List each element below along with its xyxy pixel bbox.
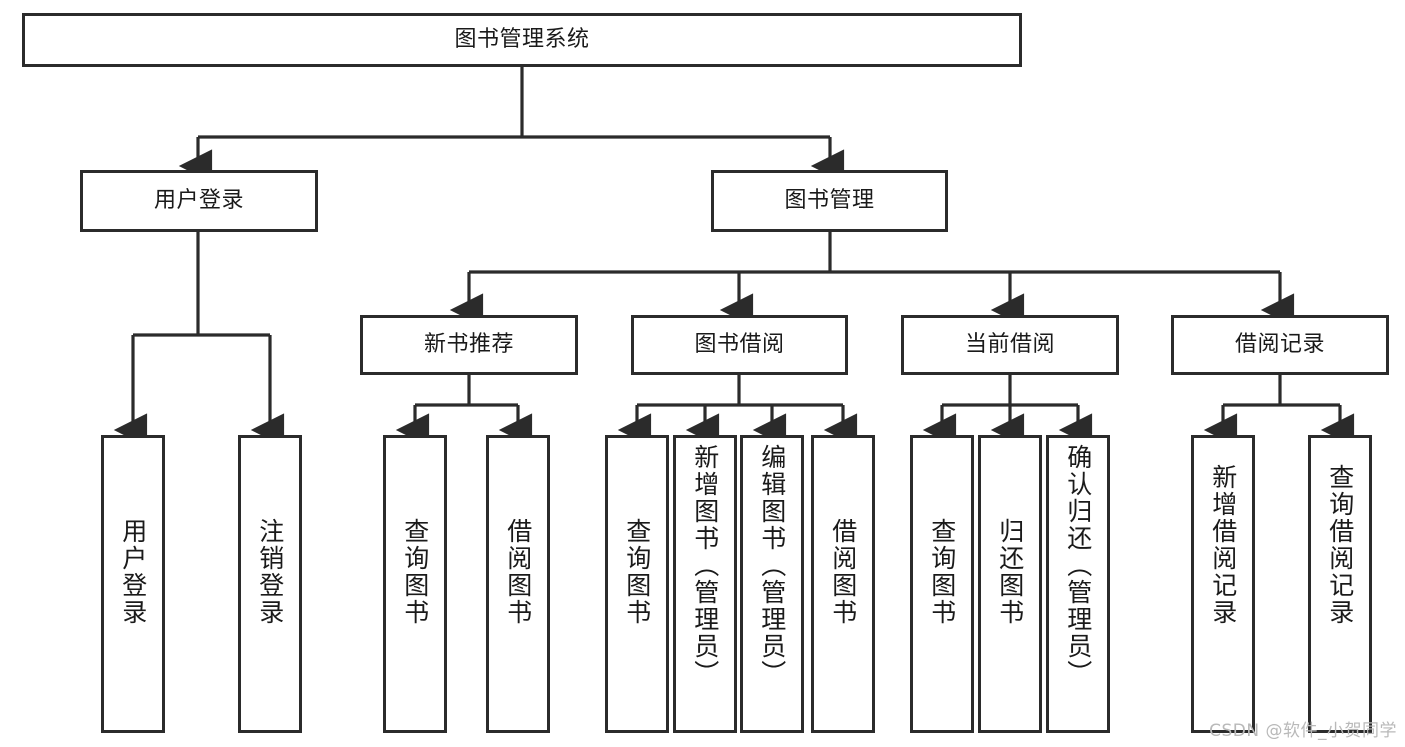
node-leaf-query-book-2[interactable]: 查询图书 — [605, 435, 669, 733]
node-leaf-borrow-book-2[interactable]: 借阅图书 — [811, 435, 875, 733]
node-leaf-add-book-label: 新增图书（管理员） — [690, 444, 720, 687]
node-root-label: 图书管理系统 — [454, 26, 590, 52]
node-leaf-query-record-label: 查询借阅记录 — [1325, 464, 1355, 626]
node-leaf-add-book[interactable]: 新增图书（管理员） — [673, 435, 737, 733]
node-leaf-confirm-return-label: 确认归还（管理员） — [1063, 444, 1093, 687]
node-leaf-logout-login[interactable]: 注销登录 — [238, 435, 302, 733]
node-leaf-borrow-book-1[interactable]: 借阅图书 — [486, 435, 550, 733]
node-leaf-user-login-label: 用户登录 — [118, 518, 148, 626]
node-leaf-return-book-label: 归还图书 — [995, 518, 1025, 626]
node-borrow-record-label: 借阅记录 — [1234, 331, 1325, 357]
node-book-management-label: 图书管理 — [784, 187, 875, 213]
node-book-management[interactable]: 图书管理 — [711, 170, 948, 232]
node-current-borrow-label: 当前借阅 — [964, 331, 1055, 357]
node-leaf-query-book-2-label: 查询图书 — [622, 518, 652, 626]
node-leaf-return-book[interactable]: 归还图书 — [978, 435, 1042, 733]
watermark-text: CSDN @软件_小贺同学 — [1209, 721, 1397, 741]
node-leaf-borrow-book-1-label: 借阅图书 — [503, 518, 533, 626]
node-leaf-edit-book[interactable]: 编辑图书（管理员） — [740, 435, 804, 733]
node-leaf-query-record[interactable]: 查询借阅记录 — [1308, 435, 1372, 733]
node-book-borrow-label: 图书借阅 — [694, 331, 785, 357]
node-new-book-recommend[interactable]: 新书推荐 — [360, 315, 578, 375]
node-leaf-query-book-1-label: 查询图书 — [400, 518, 430, 626]
node-leaf-logout-login-label: 注销登录 — [255, 518, 285, 626]
node-new-book-recommend-label: 新书推荐 — [423, 331, 514, 357]
node-leaf-add-record[interactable]: 新增借阅记录 — [1191, 435, 1255, 733]
node-leaf-query-book-1[interactable]: 查询图书 — [383, 435, 447, 733]
node-leaf-edit-book-label: 编辑图书（管理员） — [757, 444, 787, 687]
node-book-borrow[interactable]: 图书借阅 — [631, 315, 848, 375]
node-root[interactable]: 图书管理系统 — [22, 13, 1022, 67]
node-borrow-record[interactable]: 借阅记录 — [1171, 315, 1389, 375]
node-user-login[interactable]: 用户登录 — [80, 170, 318, 232]
node-leaf-query-book-3-label: 查询图书 — [927, 518, 957, 626]
node-leaf-confirm-return[interactable]: 确认归还（管理员） — [1046, 435, 1110, 733]
node-leaf-query-book-3[interactable]: 查询图书 — [910, 435, 974, 733]
node-leaf-borrow-book-2-label: 借阅图书 — [828, 518, 858, 626]
node-leaf-user-login[interactable]: 用户登录 — [101, 435, 165, 733]
node-user-login-label: 用户登录 — [153, 187, 244, 213]
node-leaf-add-record-label: 新增借阅记录 — [1208, 464, 1238, 626]
node-current-borrow[interactable]: 当前借阅 — [901, 315, 1119, 375]
